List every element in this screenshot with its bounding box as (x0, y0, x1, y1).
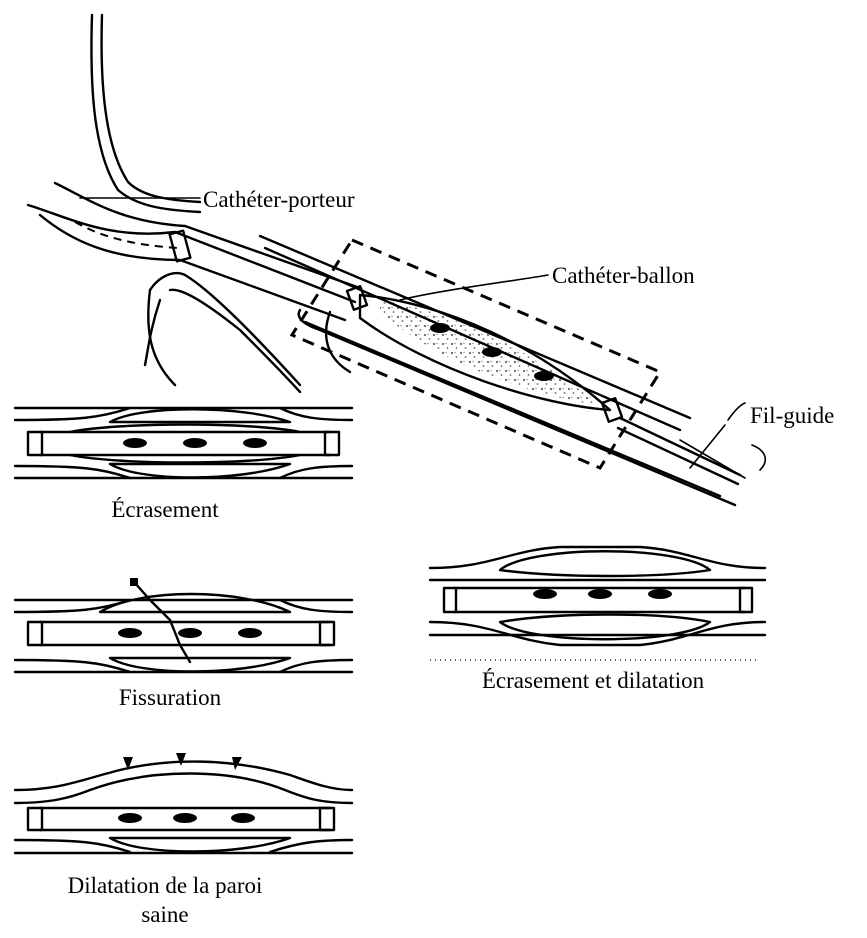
label-guide-wire: Fil-guide (750, 403, 834, 428)
caption-healthy-wall-line2: saine (141, 902, 188, 927)
panel-crushing-dilation-drawing (430, 547, 765, 660)
label-balloon-catheter: Cathéter-ballon (552, 263, 695, 288)
caption-healthy-wall-line1: Dilatation de la paroi (68, 873, 263, 898)
caption-fissuring: Fissuration (119, 685, 222, 710)
caption-crushing-dilation: Écrasement et dilatation (482, 668, 705, 693)
panel-crushing-drawing (15, 408, 352, 478)
caption-crushing: Écrasement (111, 497, 219, 522)
panel-healthy-wall-drawing (15, 753, 352, 853)
panel-fissuring-drawing (15, 578, 352, 672)
label-carrier-catheter: Cathéter-porteur (203, 187, 355, 212)
